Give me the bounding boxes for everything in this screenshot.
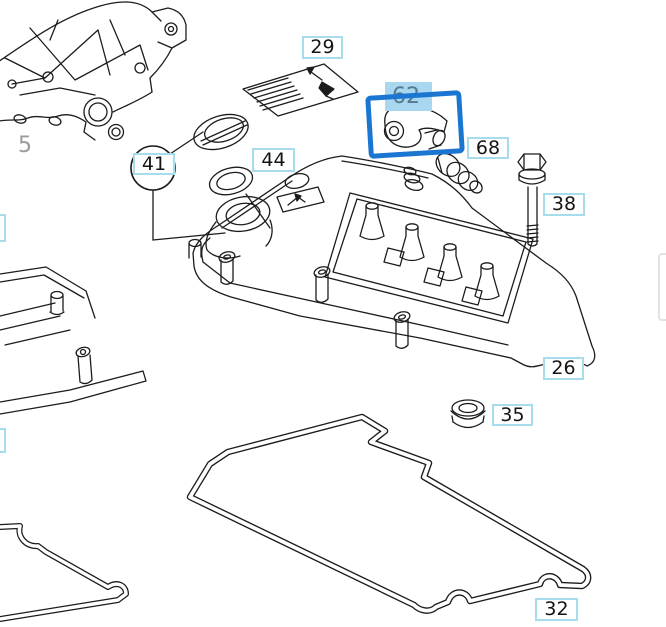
callout-62[interactable]: 62 [385, 82, 432, 111]
connector-fitting-drawing [435, 153, 483, 194]
cover-gasket-drawing [186, 413, 592, 614]
selected-part-highlight[interactable] [365, 90, 465, 159]
partial-gasket-drawing [0, 523, 129, 622]
callout-68[interactable]: 68 [467, 137, 509, 159]
instruction-sticker-drawing [242, 63, 359, 117]
cutoff-callout-left-bottom[interactable] [0, 428, 6, 453]
callout-26[interactable]: 26 [543, 357, 584, 380]
cap-seal-ring-drawing [208, 166, 271, 229]
tube-seal-drawing [450, 399, 486, 429]
camshaft-housing-drawing [0, 1, 187, 141]
oil-filler-cap-drawing [193, 113, 249, 151]
callout-29[interactable]: 29 [302, 36, 343, 59]
callout-5[interactable]: 5 [18, 133, 32, 158]
partial-cover-drawing [0, 266, 147, 415]
callout-41-leader [130, 131, 226, 241]
valve-cover-drawing [188, 155, 596, 369]
callout-35[interactable]: 35 [492, 404, 533, 426]
callout-41[interactable]: 41 [133, 153, 175, 175]
callout-38[interactable]: 38 [543, 193, 585, 216]
callout-32[interactable]: 32 [535, 598, 578, 621]
bolt-drawing [517, 153, 547, 247]
callout-44[interactable]: 44 [252, 148, 295, 172]
cutoff-callout-left-top[interactable] [0, 214, 6, 242]
cutoff-callout-right[interactable] [658, 253, 666, 321]
